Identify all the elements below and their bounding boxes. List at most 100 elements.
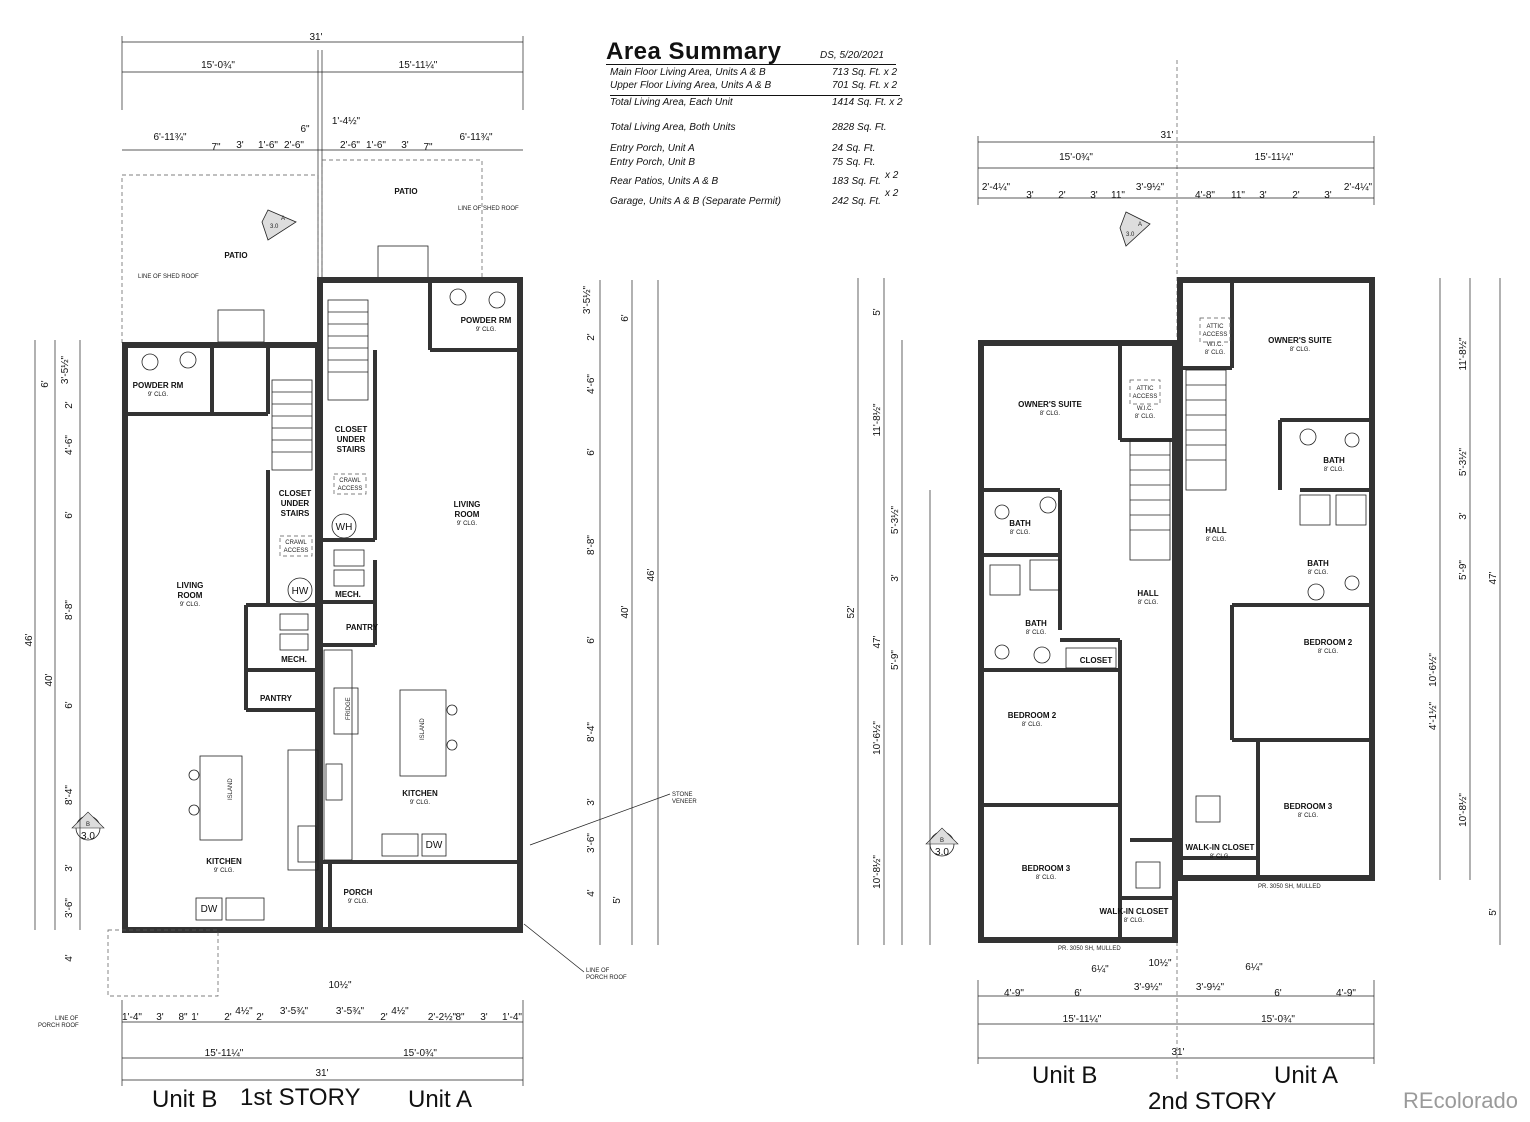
patio-steps [377, 245, 429, 279]
stool [446, 739, 458, 751]
room-label: CLOSET [279, 489, 312, 498]
dim-text: 1'-6" [366, 140, 386, 151]
note-label: LINE OF SHED ROOF [138, 274, 199, 280]
second-story-label: 2nd STORY [1148, 1088, 1277, 1115]
toilet-fixture [994, 504, 1010, 520]
shower [989, 564, 1021, 596]
section-number: 3.0 [935, 847, 949, 858]
unit-b-exterior-wall [978, 340, 1178, 943]
dim-overall-width-bottom: 31' [1171, 1047, 1184, 1058]
area-row-multiplier: x 2 [885, 170, 899, 181]
shower [1299, 494, 1331, 526]
dim-text: 5'-3½" [1458, 447, 1469, 476]
dim-text: 2'-4¼" [1344, 181, 1373, 193]
dim-text: 6'-11¾" [459, 132, 493, 143]
crawl-label: ACCESS [284, 548, 309, 554]
wic-label: W.I.C. [1137, 406, 1154, 412]
dim-text: 2' [64, 401, 75, 409]
range-oven [297, 825, 317, 863]
first-story-plan: 31' 15'-0¾" 15'-11¼" 6'-11¾" 7" 3' 1'-6"… [24, 32, 697, 1086]
dishwasher [421, 833, 447, 857]
attic-label: ATTIC [1137, 386, 1155, 392]
dishwasher [195, 897, 223, 921]
dim-text: 3' [586, 798, 597, 806]
area-row-label: Upper Floor Living Area, Units A & B [610, 80, 772, 91]
dim-text: 4'-1½" [1428, 701, 1439, 730]
ceiling-label: 8' CLG. [1290, 347, 1310, 353]
ceiling-label: 9' CLG. [457, 521, 477, 527]
ceiling-label: 9' CLG. [476, 327, 496, 333]
room-label: BEDROOM 3 [1284, 802, 1333, 811]
unit-b-label-first: Unit B [152, 1086, 218, 1113]
fridge [333, 687, 359, 735]
room-label: LIVING [454, 500, 481, 509]
room-label: UNDER [281, 499, 310, 508]
dim-unit-a-bottom: 15'-0¾" [403, 1048, 437, 1059]
room-label: STAIRS [281, 509, 310, 518]
crawl-access [279, 535, 313, 557]
room-label: BATH [1323, 456, 1345, 465]
ceiling-label: 8' CLG. [1318, 649, 1338, 655]
dim-unit-b-width: 15'-0¾" [201, 60, 235, 71]
ceiling-label: 8' CLG. [1210, 854, 1230, 860]
dim-text: 3' [1090, 190, 1098, 201]
area-row-label: Main Floor Living Area, Units A & B [610, 67, 766, 78]
toilet-fixture [1344, 432, 1360, 448]
dim-text: 1'-4" [122, 1012, 142, 1023]
stairs [271, 379, 313, 471]
kitchen-island [399, 689, 447, 777]
dim-inner-depth: 40' [44, 673, 55, 686]
appliance [333, 569, 365, 587]
first-story-label: 1st STORY [240, 1084, 361, 1111]
dim-text: 4' [64, 954, 75, 962]
dim-text: 6'-11¾" [153, 132, 187, 143]
ceiling-label: 8' CLG. [1206, 537, 1226, 543]
ceiling-label: 8' CLG. [1022, 722, 1042, 728]
dim-text: 3' [1026, 190, 1034, 201]
closet [1065, 647, 1117, 669]
water-heater-icon [287, 577, 313, 603]
shower [1335, 494, 1367, 526]
section-letter: A [1138, 222, 1142, 228]
sink-fixture [1307, 583, 1325, 601]
ceiling-label: 8' CLG. [1124, 918, 1144, 924]
sink-fixture [179, 351, 197, 369]
dim-overall-width: 31' [1160, 130, 1173, 141]
dim-text: 2' [380, 1012, 388, 1023]
dim-text: 2'-4¼" [982, 181, 1011, 193]
ceiling-label: 8' CLG. [1138, 600, 1158, 606]
dim-text: 6' [620, 314, 631, 322]
note-label: STONE [672, 792, 693, 798]
area-row-value: 75 Sq. Ft. [832, 157, 876, 168]
dim-overall-depth: 52' [846, 605, 857, 618]
unit-b-label-second: Unit B [1032, 1062, 1098, 1089]
dim-text: 10'-8½" [872, 855, 883, 889]
stairs [1129, 439, 1171, 561]
dim-text: 2'-6" [284, 140, 304, 151]
dim-text: 8" [178, 1012, 188, 1023]
dw-label: DW [201, 904, 218, 915]
ceiling-label: 8' CLG. [1135, 414, 1155, 420]
ceiling-label: 9' CLG. [148, 392, 168, 398]
area-row-value: 713 Sq. Ft. x 2 [832, 67, 898, 78]
dim-text: 11" [1111, 190, 1125, 201]
dim-text: 3' [401, 140, 409, 151]
note-label: LINE OF [55, 1016, 79, 1022]
room-label: STAIRS [337, 445, 366, 454]
dim-text: 3'-5½" [582, 285, 593, 314]
room-label: WALK-IN CLOSET [1186, 843, 1255, 852]
dim-text: 6' [64, 701, 75, 709]
dim-text: 7" [211, 142, 221, 153]
range-oven [325, 763, 343, 801]
section-marker-arrow [925, 827, 959, 845]
dim-text: 10'-8½" [1458, 793, 1469, 827]
dim-text: 4'-8" [1195, 190, 1215, 201]
room-label: BATH [1009, 519, 1031, 528]
area-row-value: 24 Sq. Ft. [832, 143, 876, 154]
room-label: PATIO [394, 187, 417, 196]
area-row-label: Total Living Area, Each Unit [610, 97, 733, 108]
dim-text: 8'-4" [586, 722, 597, 742]
dim-text: 6' [64, 511, 75, 519]
dim-text: 2'-6" [340, 140, 360, 151]
